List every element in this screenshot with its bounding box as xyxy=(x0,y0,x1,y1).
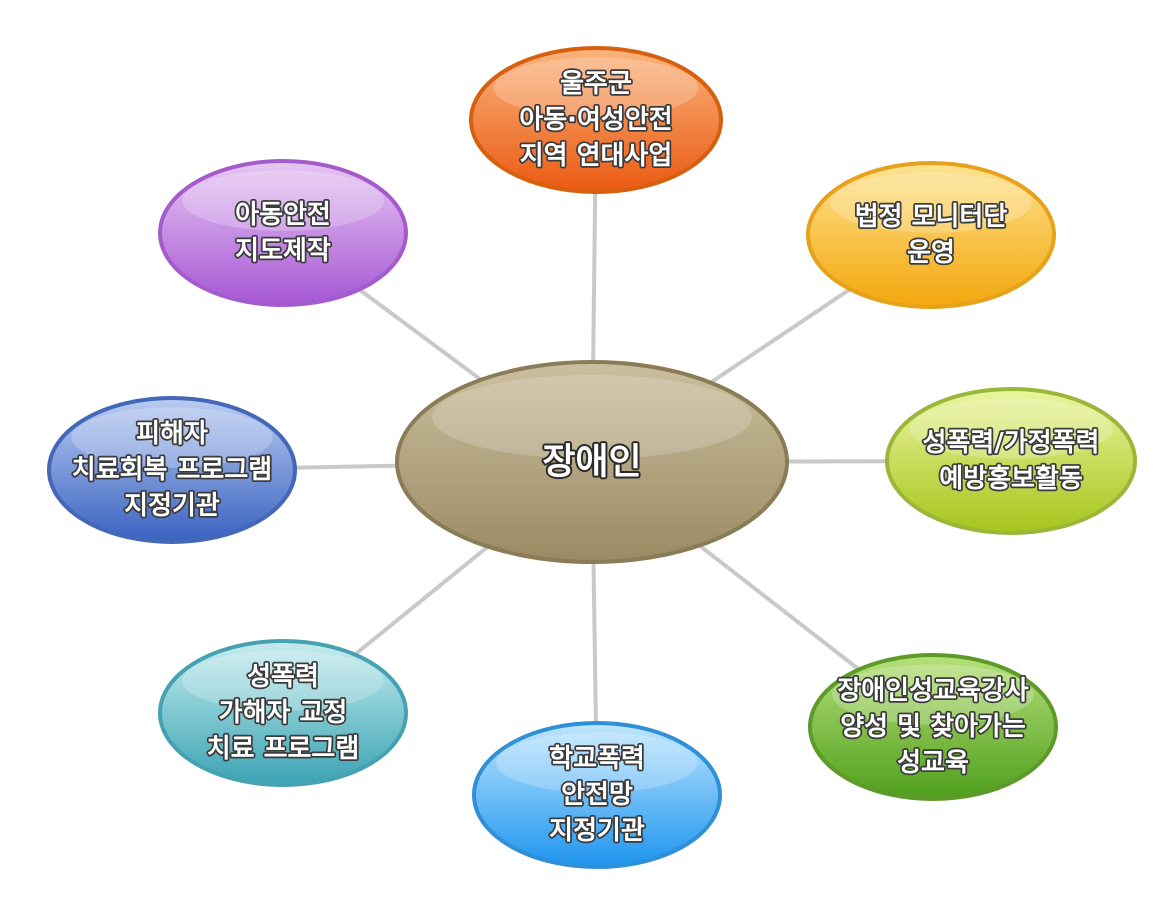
node-victim-label-line-2: 치료회복 프로그램 xyxy=(72,455,272,485)
node-monitor-label-line-2: 운영 xyxy=(907,238,955,268)
node-prevention-ellipse xyxy=(885,387,1137,535)
node-monitor-label-line-1: 법정 모니터단 xyxy=(855,202,1008,232)
node-map-ellipse xyxy=(158,159,408,307)
node-map-label-line-2: 지도제작 xyxy=(235,236,331,266)
node-education-ellipse xyxy=(808,653,1058,801)
node-victim-highlight xyxy=(71,407,273,468)
node-education-label-line-1: 장애인성교육강사 xyxy=(837,676,1028,706)
node-ulju-ellipse xyxy=(469,46,723,194)
node-school-highlight xyxy=(496,732,698,793)
node-school-label-line-2: 안전망 xyxy=(561,780,633,810)
node-monitor-highlight xyxy=(830,172,1032,233)
node-offender-label-line-3: 치료 프로그램 xyxy=(207,734,360,764)
node-ulju-label-line-2: 아동·여성안전 xyxy=(519,105,672,135)
node-prevention-highlight xyxy=(909,398,1113,459)
center-highlight xyxy=(432,375,752,459)
node-offender-ellipse xyxy=(158,639,408,787)
node-victim-ellipse xyxy=(47,396,297,544)
node-ulju-label-line-3: 지역 연대사업 xyxy=(520,141,673,171)
node-school-label-line-3: 지정기관 xyxy=(549,816,645,846)
node-education-highlight xyxy=(832,664,1034,725)
node-education-label-line-2: 양성 및 찾아가는 xyxy=(840,712,1026,742)
center-label: 장애인 xyxy=(542,442,641,483)
node-ulju-highlight xyxy=(493,57,699,118)
node-victim-label-line-1: 피해자 xyxy=(136,419,208,449)
node-victim-label-line-3: 지정기관 xyxy=(124,491,220,521)
node-offender-highlight xyxy=(182,650,384,711)
node-prevention-label-line-2: 예방홍보활동 xyxy=(939,464,1083,494)
node-education-label-line-3: 성교육 xyxy=(897,748,969,778)
node-school-label-line-1: 학교폭력 xyxy=(549,744,645,774)
node-map-highlight xyxy=(182,170,384,231)
node-prevention-label-line-1: 성폭력/가정폭력 xyxy=(923,428,1100,458)
node-offender-label-line-2: 가해자 교정 xyxy=(219,698,348,728)
center-node: 장애인 xyxy=(395,360,789,564)
center-node-group: 장애인 xyxy=(395,360,789,564)
center-ellipse xyxy=(395,360,789,564)
node-offender-label-line-1: 성폭력 xyxy=(247,662,319,692)
node-monitor-ellipse xyxy=(806,161,1056,309)
node-map-label-line-1: 아동안전 xyxy=(235,200,331,230)
node-ulju-label-line-1: 울주군 xyxy=(560,69,632,99)
node-school-ellipse xyxy=(472,721,722,869)
